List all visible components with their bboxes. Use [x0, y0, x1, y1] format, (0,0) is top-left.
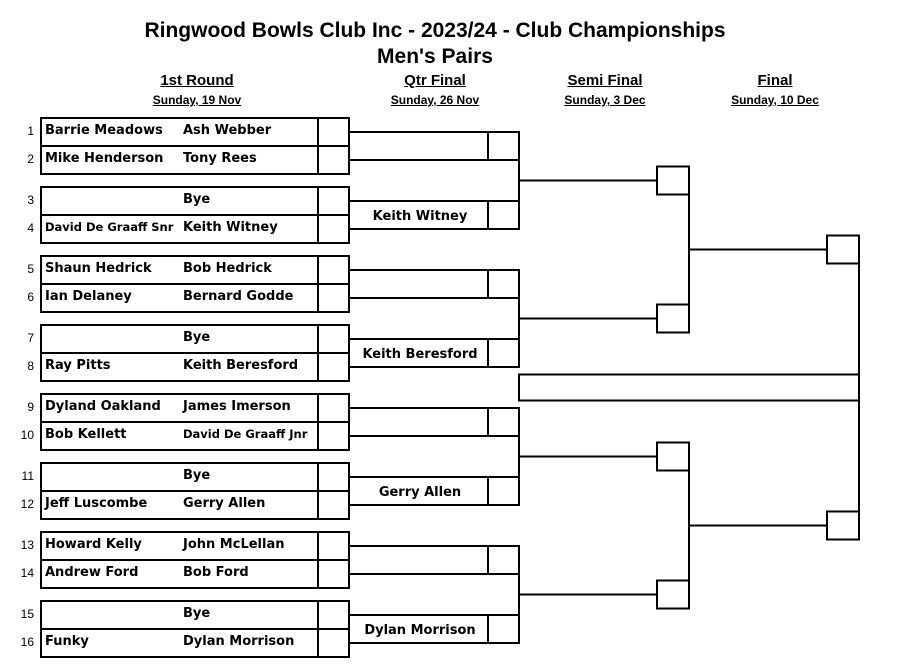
entry-partner: Bye	[183, 468, 211, 483]
qf-score-box[interactable]	[487, 407, 520, 437]
qf-advancer: Dylan Morrison	[364, 623, 476, 638]
entry-partner: Bob Hedrick	[183, 261, 272, 276]
qf-score-box[interactable]	[487, 476, 520, 506]
entry-partner: Tony Rees	[183, 151, 257, 166]
entry-partner: Bob Ford	[183, 565, 249, 580]
qf-score-box[interactable]	[487, 614, 520, 644]
round-1-name: 1st Round	[160, 72, 234, 89]
round-final-name: Final	[757, 72, 793, 89]
page-title: Ringwood Bowls Club Inc - 2023/24 - Club…	[144, 19, 726, 42]
entry-number: 1	[27, 124, 34, 138]
entry-number: 12	[20, 497, 34, 511]
round-qf-date: Sunday, 26 Nov	[390, 93, 480, 107]
entry-skip: David De Graaff Snr	[45, 220, 174, 234]
round-qf-name: Qtr Final	[404, 72, 466, 89]
qf-advancer: Keith Witney	[372, 209, 468, 224]
entry-number: 16	[20, 635, 34, 649]
sf-score-box[interactable]	[656, 441, 690, 472]
entry-partner: Keith Witney	[183, 220, 278, 235]
final-score-box[interactable]	[826, 510, 860, 541]
entry-skip: Jeff Luscombe	[45, 496, 148, 511]
entry-partner: Keith Beresford	[183, 358, 299, 373]
round-final-date: Sunday, 10 Dec	[731, 93, 819, 107]
entry-number: 11	[21, 469, 34, 483]
entry-number: 13	[20, 538, 34, 552]
entry-number: 10	[20, 428, 34, 442]
entry-partner: David De Graaff Jnr	[183, 427, 308, 441]
entry-skip: Ian Delaney	[45, 289, 132, 304]
qf-advancer: Keith Beresford	[362, 347, 478, 362]
entry-skip: Bob Kellett	[45, 427, 127, 442]
entry-partner: Ash Webber	[183, 123, 272, 138]
entry-partner: Bernard Godde	[183, 289, 294, 304]
entry-number: 15	[20, 607, 34, 621]
qf-score-box[interactable]	[487, 269, 520, 299]
entry-number: 7	[27, 331, 34, 345]
entry-partner: Dylan Morrison	[183, 634, 295, 649]
sf-score-box[interactable]	[656, 579, 690, 610]
entry-number: 9	[27, 400, 34, 414]
entry-partner: James Imerson	[183, 399, 291, 414]
entry-number: 8	[27, 359, 34, 373]
entry-partner: Bye	[183, 606, 211, 621]
round-sf-name: Semi Final	[567, 72, 643, 89]
final-score-box[interactable]	[826, 234, 860, 265]
entry-number: 6	[27, 290, 34, 304]
entry-partner: John McLellan	[183, 537, 285, 552]
entry-skip: Andrew Ford	[45, 565, 139, 580]
entry-skip: Dyland Oakland	[45, 399, 161, 414]
entry-skip: Funky	[45, 634, 89, 649]
round-sf-date: Sunday, 3 Dec	[564, 93, 646, 107]
sf-score-box[interactable]	[656, 303, 690, 334]
entry-skip: Ray Pitts	[45, 358, 111, 373]
qf-score-box[interactable]	[487, 338, 520, 368]
entry-skip: Howard Kelly	[45, 537, 142, 552]
qf-score-box[interactable]	[487, 545, 520, 575]
qf-score-box[interactable]	[487, 200, 520, 230]
entry-number: 14	[20, 566, 34, 580]
champion-box[interactable]	[518, 373, 860, 402]
entry-number: 2	[27, 152, 34, 166]
qf-advancer: Gerry Allen	[378, 485, 462, 500]
entry-skip: Mike Henderson	[45, 151, 164, 166]
entry-number: 4	[27, 221, 34, 235]
qf-score-box[interactable]	[487, 131, 520, 161]
entry-number: 3	[27, 193, 34, 207]
entry-skip: Barrie Meadows	[45, 123, 163, 138]
entry-skip: Shaun Hedrick	[45, 261, 152, 276]
entry-partner: Bye	[183, 192, 211, 207]
round-1-date: Sunday, 19 Nov	[152, 93, 242, 107]
entry-partner: Gerry Allen	[183, 496, 266, 511]
entry-partner: Bye	[183, 330, 211, 345]
page-subtitle: Men's Pairs	[377, 45, 493, 68]
sf-score-box[interactable]	[656, 165, 690, 196]
entry-number: 5	[27, 262, 34, 276]
